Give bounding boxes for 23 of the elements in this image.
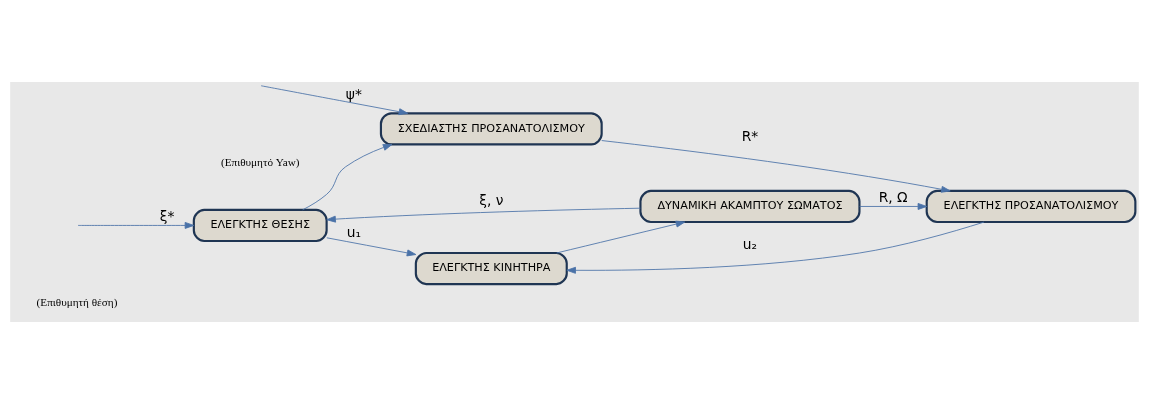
- arrow: [326, 236, 417, 256]
- node-box: ΕΛΕΓΚΤΗΣ ΠΡΟΣΑΝΑΤΟΛΙΣΜΟΥ: [925, 189, 1137, 223]
- edge-label: u₁: [346, 223, 361, 240]
- node-box: ΔΥΝΑΜΙΚΗ ΑΚΑΜΠΤΟΥ ΣΩΜΑΤΟΣ: [639, 189, 861, 223]
- node-box: ΕΛΕΓΚΤΗΣ ΚΙΝΗΤΗΡΑ: [414, 251, 568, 285]
- edge-label: ξ*: [159, 207, 175, 224]
- arrow: [77, 221, 195, 229]
- edge-label: ξ, ν: [479, 191, 504, 208]
- arrow: [601, 139, 951, 193]
- arrow: [556, 220, 686, 253]
- arrow: [302, 143, 393, 210]
- edge-label: R*: [741, 127, 759, 144]
- label: (Επιθυμητή θέση): [36, 295, 118, 308]
- arrow: [326, 207, 641, 223]
- node-box: ΕΛΕΓΚΤΗΣ ΘΕΣΗΣ: [192, 208, 328, 242]
- edge-label: ψ*: [345, 85, 362, 102]
- label: (Επιθυμητό Yaw): [220, 155, 300, 168]
- arrow: [859, 202, 928, 210]
- node-box: ΣΧΕΔΙΑΣΤΗΣ ΠΡΟΣΑΝΑΤΟΛΙΣΜΟΥ: [379, 111, 603, 145]
- edge-label: u₂: [742, 235, 758, 252]
- edge-label: R, Ω: [878, 188, 908, 205]
- arrow: [566, 221, 985, 274]
- arrow: [260, 84, 409, 115]
